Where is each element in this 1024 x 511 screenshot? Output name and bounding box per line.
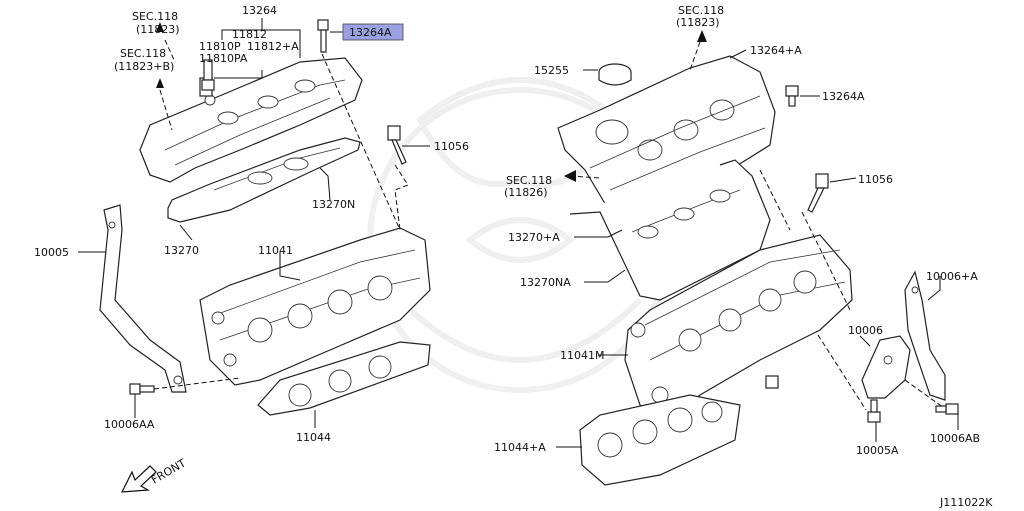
label-11812a[interactable]: 11812+A [247,40,299,53]
label-10005[interactable]: 10005 [34,246,69,259]
label-13264a-highlight[interactable]: 13264A [349,26,392,39]
bolt-10005a [867,399,881,423]
label-10005a[interactable]: 10005A [856,444,899,457]
gasket-right [569,159,771,301]
bracket-10005 [99,204,187,393]
callout-sec118-11826-line1[interactable]: SEC.118 [506,174,552,187]
head-gasket-right [579,394,741,486]
bolt-11056-left [387,125,407,165]
label-11812[interactable]: 11812 [232,28,267,41]
oil-filler-cap [598,63,632,86]
bracket-10006 [861,335,911,399]
rocker-cover-right [557,55,776,219]
label-11044[interactable]: 11044 [296,431,331,444]
cylinder-head-left [199,227,431,386]
label-11041[interactable]: 11041 [258,244,293,257]
arrow-up-icon [697,30,707,42]
callout-sec118-right-line1[interactable]: SEC.118 [678,4,724,17]
callout-sec118-right-line2[interactable]: (11823) [676,16,720,29]
label-13270na[interactable]: 13270NA [520,276,571,289]
bracket-10006-plus-a [904,270,946,401]
label-13264-plus-a[interactable]: 13264+A [750,44,802,57]
label-10006ab[interactable]: 10006AB [930,432,980,445]
label-15255[interactable]: 15255 [534,64,569,77]
label-10006aa[interactable]: 10006AA [104,418,155,431]
label-11044-plus-a[interactable]: 11044+A [494,441,546,454]
callout-sec118b-line2[interactable]: (11823+B) [114,60,174,73]
sensor-11810p [201,59,215,91]
cylinder-head-right [624,234,853,421]
label-10006-plus-a[interactable]: 10006+A [926,270,978,283]
bolt-13264a-right [785,85,799,107]
label-13270n[interactable]: 13270N [312,198,355,211]
arrow-left-icon [564,170,576,182]
label-11041m[interactable]: 11041M [560,349,604,362]
gasket-left [167,137,361,223]
label-13270[interactable]: 13270 [164,244,199,257]
callout-sec118-11826-line2[interactable]: (11826) [504,186,548,199]
label-13264a-right[interactable]: 13264A [822,90,865,103]
label-13270-plus-a[interactable]: 13270+A [508,231,560,244]
front-arrow-icon [120,465,157,493]
highlight-box [342,23,404,41]
callout-sec118-line1[interactable]: SEC.118 [132,10,178,23]
label-13264[interactable]: 13264 [242,4,277,17]
label-11056-left[interactable]: 11056 [434,140,469,153]
callout-sec118-line2[interactable]: (11823) [136,23,180,36]
label-11810p[interactable]: 11810P [199,40,241,53]
arrow-up-icon [156,78,164,88]
label-10006[interactable]: 10006 [848,324,883,337]
callout-sec118b-line1[interactable]: SEC.118 [120,47,166,60]
bolt-10006ab [935,403,959,415]
bolt-11056-right [807,173,829,213]
label-11810pa[interactable]: 11810PA [199,52,248,65]
bolt-10006aa [129,383,155,395]
label-11056-right[interactable]: 11056 [858,173,893,186]
bolt-13264a-left [317,19,329,53]
diagram-code: J111022K [939,496,993,509]
arrow-up-icon [156,22,164,32]
head-gasket-left [257,341,431,416]
label-front: FRONT [149,456,188,486]
